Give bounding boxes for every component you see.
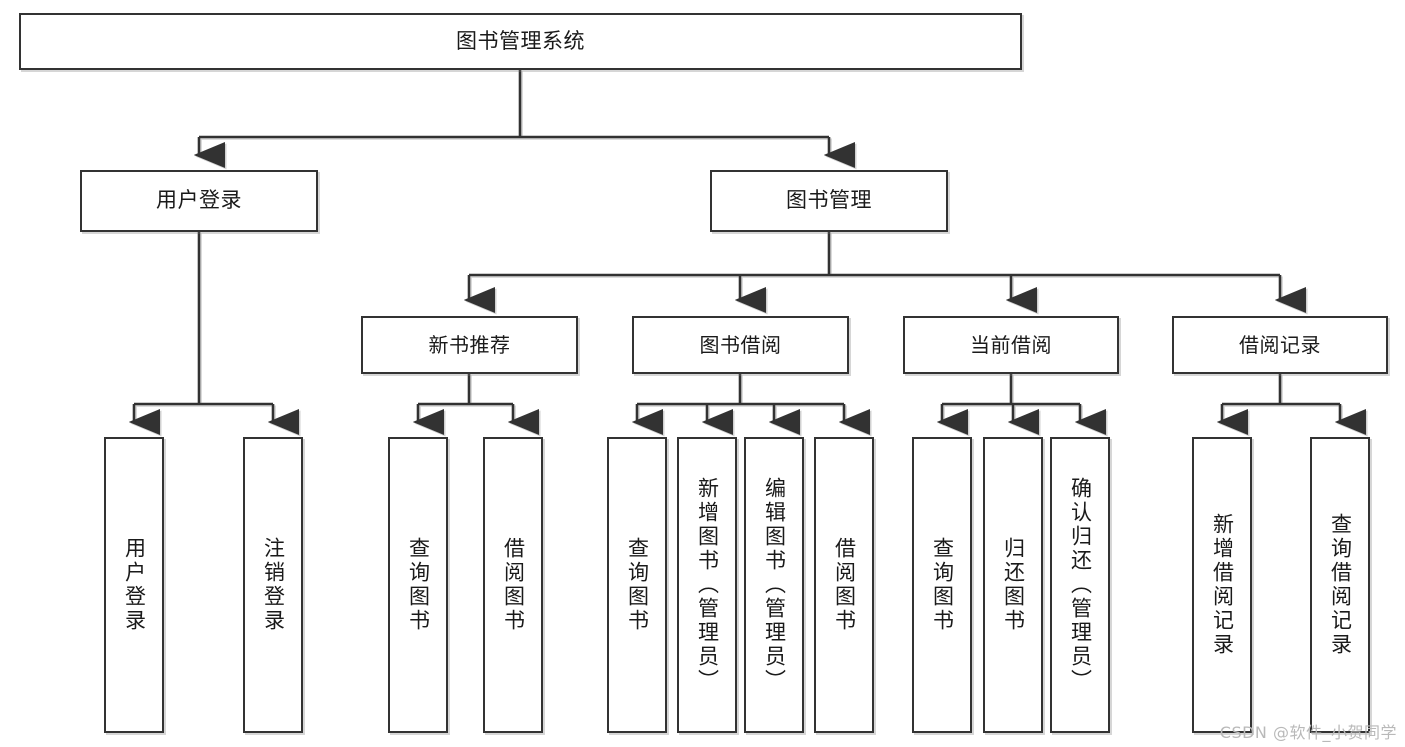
node-leaf-borrow-book-2[interactable]: 借阅图书 <box>814 437 874 733</box>
node-leaf-user-logout-label: 注销登录 <box>261 537 286 633</box>
node-book-manage-label: 图书管理 <box>786 188 872 213</box>
node-borrow-record-label: 借阅记录 <box>1239 332 1321 357</box>
node-leaf-return-book[interactable]: 归还图书 <box>983 437 1043 733</box>
node-leaf-borrow-book-1-label: 借阅图书 <box>501 537 526 633</box>
node-leaf-add-record-label: 新增借阅记录 <box>1210 513 1235 657</box>
node-leaf-query-book-1-label: 查询图书 <box>406 537 431 633</box>
node-user-login[interactable]: 用户登录 <box>80 170 318 232</box>
node-root[interactable]: 图书管理系统 <box>19 13 1022 70</box>
node-leaf-borrow-book-1[interactable]: 借阅图书 <box>483 437 543 733</box>
node-leaf-edit-book[interactable]: 编辑图书（管理员） <box>744 437 804 733</box>
node-leaf-edit-book-label: 编辑图书（管理员） <box>762 477 787 693</box>
node-leaf-add-book[interactable]: 新增图书（管理员） <box>677 437 737 733</box>
node-leaf-query-record-label: 查询借阅记录 <box>1328 513 1353 657</box>
node-leaf-query-record[interactable]: 查询借阅记录 <box>1310 437 1370 733</box>
node-leaf-return-book-label: 归还图书 <box>1001 537 1026 633</box>
node-user-login-label: 用户登录 <box>156 188 242 213</box>
node-book-borrow[interactable]: 图书借阅 <box>632 316 849 374</box>
node-leaf-query-book-3[interactable]: 查询图书 <box>912 437 972 733</box>
node-leaf-confirm-return[interactable]: 确认归还（管理员） <box>1050 437 1110 733</box>
node-book-manage[interactable]: 图书管理 <box>710 170 948 232</box>
node-leaf-query-book-3-label: 查询图书 <box>930 537 955 633</box>
node-leaf-query-book-2[interactable]: 查询图书 <box>607 437 667 733</box>
node-current-borrow[interactable]: 当前借阅 <box>903 316 1119 374</box>
node-leaf-add-record[interactable]: 新增借阅记录 <box>1192 437 1252 733</box>
node-book-borrow-label: 图书借阅 <box>699 332 782 357</box>
node-leaf-add-book-label: 新增图书（管理员） <box>695 477 720 693</box>
node-leaf-user-login[interactable]: 用户登录 <box>104 437 164 733</box>
node-leaf-user-login-label: 用户登录 <box>122 537 147 633</box>
node-leaf-query-book-1[interactable]: 查询图书 <box>388 437 448 733</box>
node-leaf-query-book-2-label: 查询图书 <box>625 537 650 633</box>
node-new-book-rec-label: 新书推荐 <box>428 332 511 357</box>
node-root-label: 图书管理系统 <box>456 28 585 53</box>
node-leaf-confirm-return-label: 确认归还（管理员） <box>1068 477 1093 693</box>
node-current-borrow-label: 当前借阅 <box>970 332 1052 357</box>
node-leaf-user-logout[interactable]: 注销登录 <box>243 437 303 733</box>
watermark-text: CSDN @软件_小贺同学 <box>1219 723 1397 742</box>
node-borrow-record[interactable]: 借阅记录 <box>1172 316 1388 374</box>
node-leaf-borrow-book-2-label: 借阅图书 <box>832 537 857 633</box>
node-new-book-rec[interactable]: 新书推荐 <box>361 316 578 374</box>
